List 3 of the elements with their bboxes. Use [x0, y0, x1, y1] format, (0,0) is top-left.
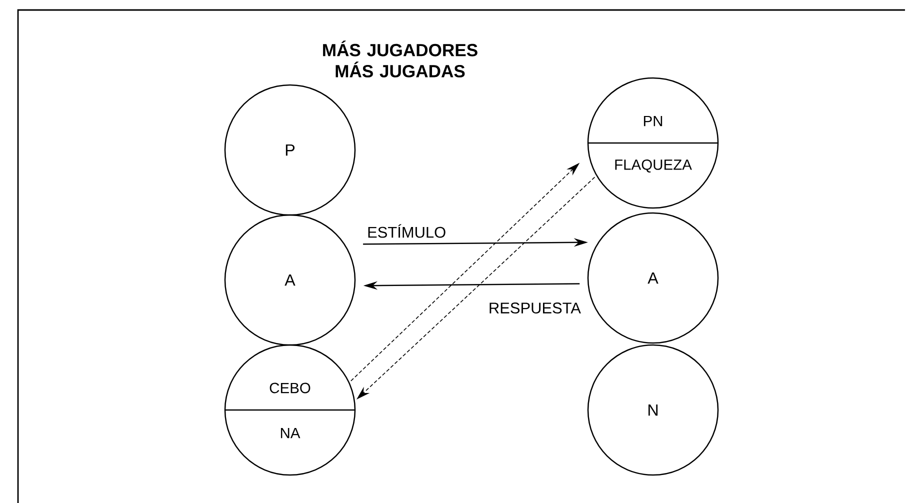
edge-label: ESTÍMULO: [366, 222, 448, 240]
edge-label: RESPUESTA: [487, 301, 582, 315]
title: MÁS JUGADORES MÁS JUGADAS: [323, 40, 478, 78]
